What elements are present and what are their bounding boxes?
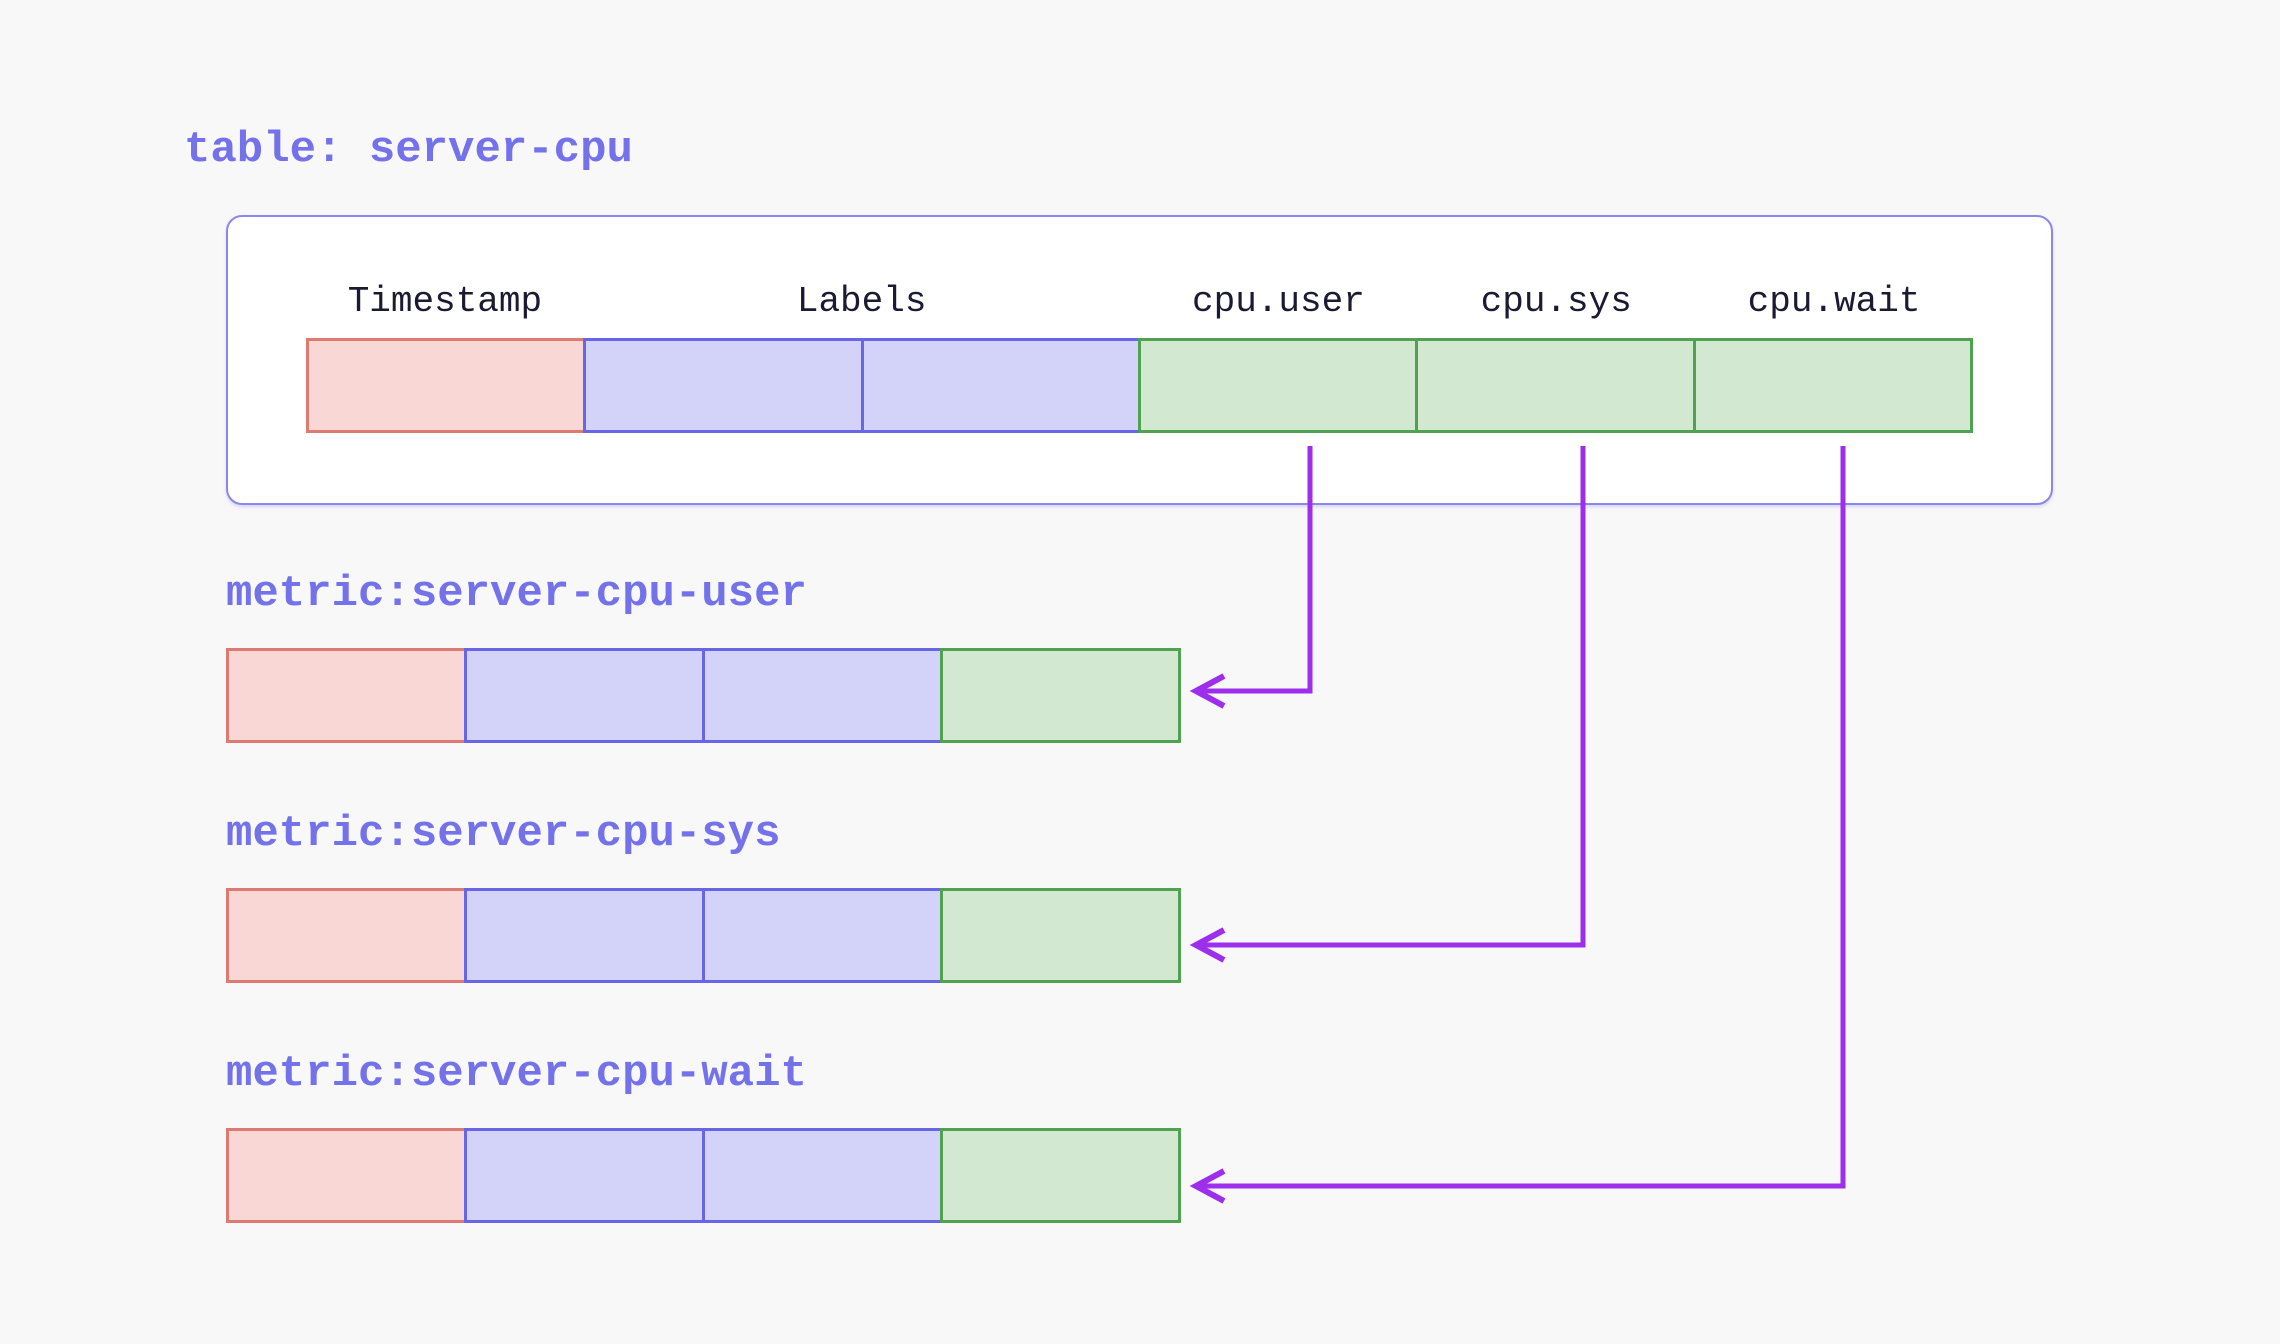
metric-label-server-cpu-sys: metric:server-cpu-sys [226,809,781,859]
cell-metric [1415,338,1696,433]
column-header-cpu-user: cpu.user [1192,281,1365,322]
column-header-labels: Labels [796,281,927,322]
cell-timestamp [226,888,467,983]
cell-metric [940,1128,1181,1223]
metric-row-server-cpu-sys [226,888,1181,983]
cell-timestamp [226,1128,467,1223]
table-box: Timestamp Labels cpu.user cpu.sys cpu.wa… [226,215,2053,505]
metric-label-server-cpu-user: metric:server-cpu-user [226,569,807,619]
table-cell-row [306,338,1973,433]
column-header-timestamp: Timestamp [347,281,543,322]
column-header-cpu-wait: cpu.wait [1747,281,1921,322]
arrow-cpu-sys-to-metric [1189,446,1586,963]
cell-timestamp [226,648,467,743]
metric-label-server-cpu-wait: metric:server-cpu-wait [226,1049,807,1099]
cell-labels [702,888,943,983]
cell-metric [1137,338,1419,433]
cell-labels [464,1128,705,1223]
table-header-row: Timestamp Labels cpu.user cpu.sys cpu.wa… [306,279,1973,325]
cell-labels [464,648,705,743]
cell-labels [464,888,705,983]
cell-labels [702,648,943,743]
cell-labels [702,1128,943,1223]
metric-row-server-cpu-wait [226,1128,1181,1223]
column-header-cpu-sys: cpu.sys [1480,281,1632,322]
cell-metric [940,888,1181,983]
cell-metric [1692,338,1973,433]
cell-timestamp [306,338,587,433]
arrow-cpu-wait-to-metric [1189,446,1846,1204]
table-title: table: server-cpu [184,125,633,175]
cell-metric [940,648,1181,743]
cell-labels [860,338,1141,433]
cell-labels [583,338,864,433]
metric-row-server-cpu-user [226,648,1181,743]
